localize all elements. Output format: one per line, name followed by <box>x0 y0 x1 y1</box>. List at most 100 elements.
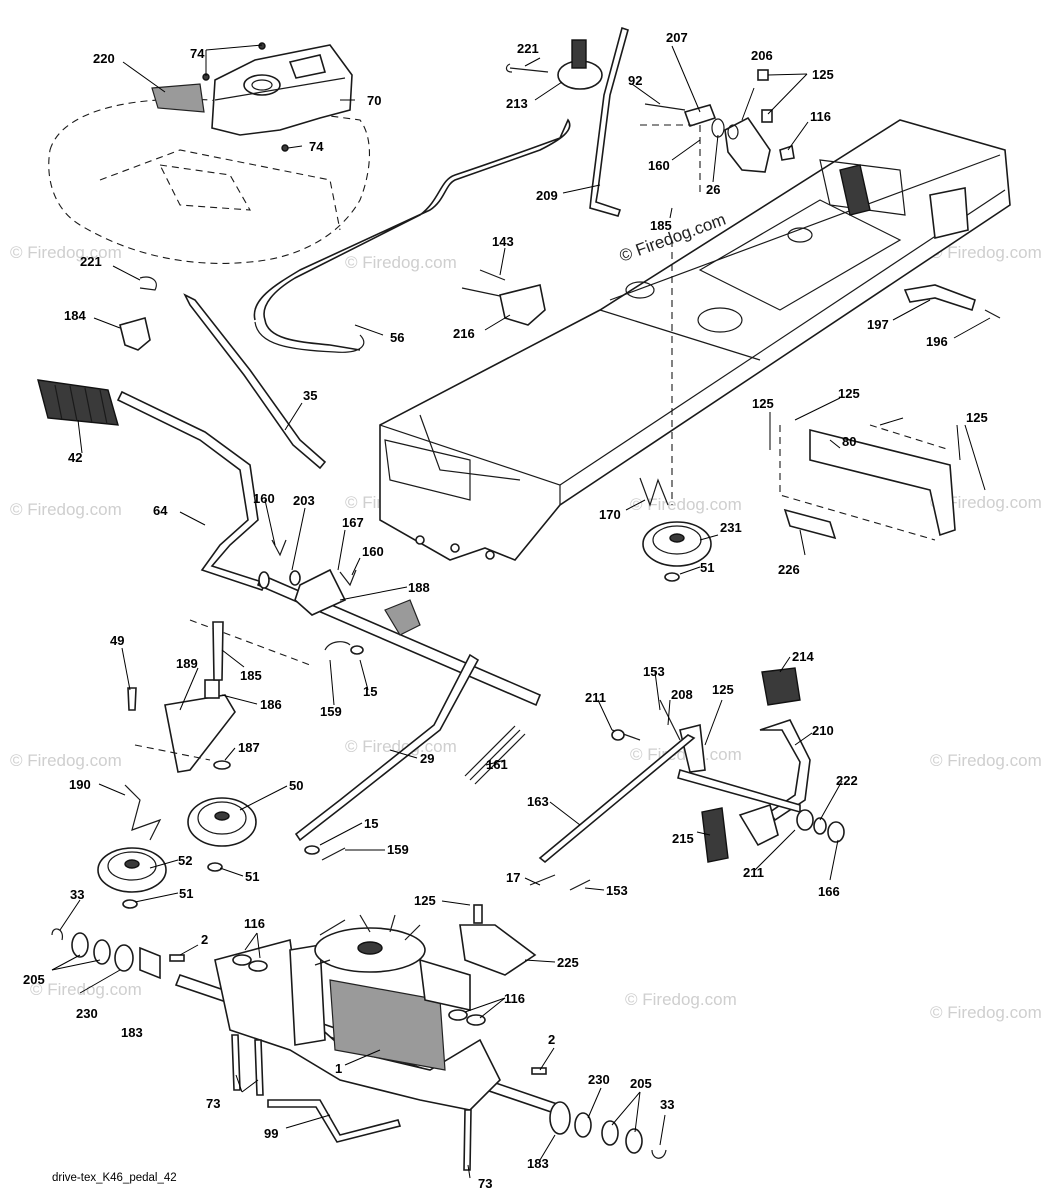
pulley-231 <box>642 240 712 582</box>
callout-51: 51 <box>245 869 259 884</box>
callout-216: 216 <box>453 326 475 341</box>
pulley-50 <box>187 797 257 872</box>
callout-167: 167 <box>342 515 364 530</box>
callout-214: 214 <box>792 649 814 664</box>
callout-56: 56 <box>390 330 404 345</box>
spring-190 <box>124 744 211 841</box>
callout-116: 116 <box>244 916 265 931</box>
callout-209: 209 <box>536 188 558 203</box>
bracket-225 <box>459 904 537 976</box>
callout-208: 208 <box>671 687 693 702</box>
callout-205: 205 <box>23 972 45 987</box>
callout-73: 73 <box>206 1096 220 1111</box>
callout-226: 226 <box>778 562 800 577</box>
callout-170: 170 <box>599 507 621 522</box>
pin-184 <box>119 276 157 351</box>
knob-213 <box>505 39 603 90</box>
callout-207: 207 <box>666 30 688 45</box>
callout-125: 125 <box>838 386 860 401</box>
callout-15: 15 <box>363 684 377 699</box>
watermark-text: © Firedog.com <box>10 243 122 262</box>
watermark-text: © Firedog.com <box>10 500 122 519</box>
watermark-text: © Firedog.com <box>345 253 457 272</box>
callout-35: 35 <box>303 388 317 403</box>
callout-183: 183 <box>121 1025 143 1040</box>
callout-1: 1 <box>335 1061 342 1076</box>
leader-lines <box>51 44 991 1179</box>
callout-161: 161 <box>486 757 508 772</box>
callout-184: 184 <box>64 308 86 323</box>
hardware-misc <box>271 539 625 891</box>
pad-215 <box>701 807 729 863</box>
callout-29: 29 <box>420 751 434 766</box>
callout-196: 196 <box>926 334 948 349</box>
callout-125: 125 <box>414 893 436 908</box>
rod-99 <box>267 1099 402 1143</box>
callout-203: 203 <box>293 493 315 508</box>
callout-185: 185 <box>650 218 672 233</box>
callout-230: 230 <box>588 1072 610 1087</box>
bracket-216 <box>461 269 546 326</box>
callout-206: 206 <box>751 48 773 63</box>
callout-125: 125 <box>712 682 734 697</box>
watermark-text: © Firedog.com <box>630 495 742 514</box>
clip-170 <box>639 477 669 507</box>
callout-74: 74 <box>190 46 205 61</box>
rod-163 <box>538 734 696 864</box>
drive-belt-56 <box>253 118 571 353</box>
callout-197: 197 <box>867 317 889 332</box>
callout-15: 15 <box>364 816 378 831</box>
decal-220 <box>151 83 205 113</box>
callout-159: 159 <box>320 704 342 719</box>
bracket-206-207 <box>640 69 795 195</box>
callout-50: 50 <box>289 778 303 793</box>
callout-99: 99 <box>264 1126 278 1141</box>
callout-159: 159 <box>387 842 409 857</box>
callout-26: 26 <box>706 182 720 197</box>
callout-153: 153 <box>643 664 665 679</box>
watermark-text: © Firedog.com <box>930 493 1042 512</box>
pedal-pad-214 <box>761 667 801 706</box>
callout-143: 143 <box>492 234 514 249</box>
bracket-80 <box>779 424 956 541</box>
spring-161 <box>464 725 526 785</box>
hood-assembly <box>48 42 370 264</box>
callout-125: 125 <box>966 410 988 425</box>
pulley-52 <box>97 847 167 909</box>
callout-166: 166 <box>818 884 840 899</box>
callout-213: 213 <box>506 96 528 111</box>
callout-80: 80 <box>842 434 856 449</box>
callout-220: 220 <box>93 51 115 66</box>
callout-125: 125 <box>812 67 834 82</box>
pedal-assembly <box>611 667 845 863</box>
watermark-text: © Firedog.com <box>625 990 737 1009</box>
callout-70: 70 <box>367 93 381 108</box>
callout-183: 183 <box>527 1156 549 1171</box>
watermark-text: © Firedog.com <box>345 737 457 756</box>
watermark-text: © Firedog.com <box>930 243 1042 262</box>
bracket-189 <box>127 621 236 773</box>
callout-211: 211 <box>585 690 606 705</box>
callout-64: 64 <box>153 503 168 518</box>
callout-225: 225 <box>557 955 579 970</box>
callout-185: 185 <box>240 668 262 683</box>
callout-labels: 220 74 70 74 221 213 207 206 125 92 116 … <box>23 30 988 1191</box>
callout-116: 116 <box>810 109 831 124</box>
callout-189: 189 <box>176 656 198 671</box>
callout-190: 190 <box>69 777 91 792</box>
rod-29 <box>294 653 480 842</box>
callout-221: 221 <box>80 254 102 269</box>
callout-52: 52 <box>178 853 192 868</box>
callout-125: 125 <box>752 396 774 411</box>
callout-74: 74 <box>309 139 324 154</box>
callout-163: 163 <box>527 794 549 809</box>
callout-215: 215 <box>672 831 694 846</box>
rod-209 <box>589 26 629 217</box>
callout-2: 2 <box>548 1032 555 1047</box>
callout-116: 116 <box>504 991 525 1006</box>
callout-153: 153 <box>606 883 628 898</box>
callout-221: 221 <box>517 41 539 56</box>
callout-33: 33 <box>660 1097 674 1112</box>
lever-64 <box>116 390 267 591</box>
callout-17: 17 <box>506 870 520 885</box>
